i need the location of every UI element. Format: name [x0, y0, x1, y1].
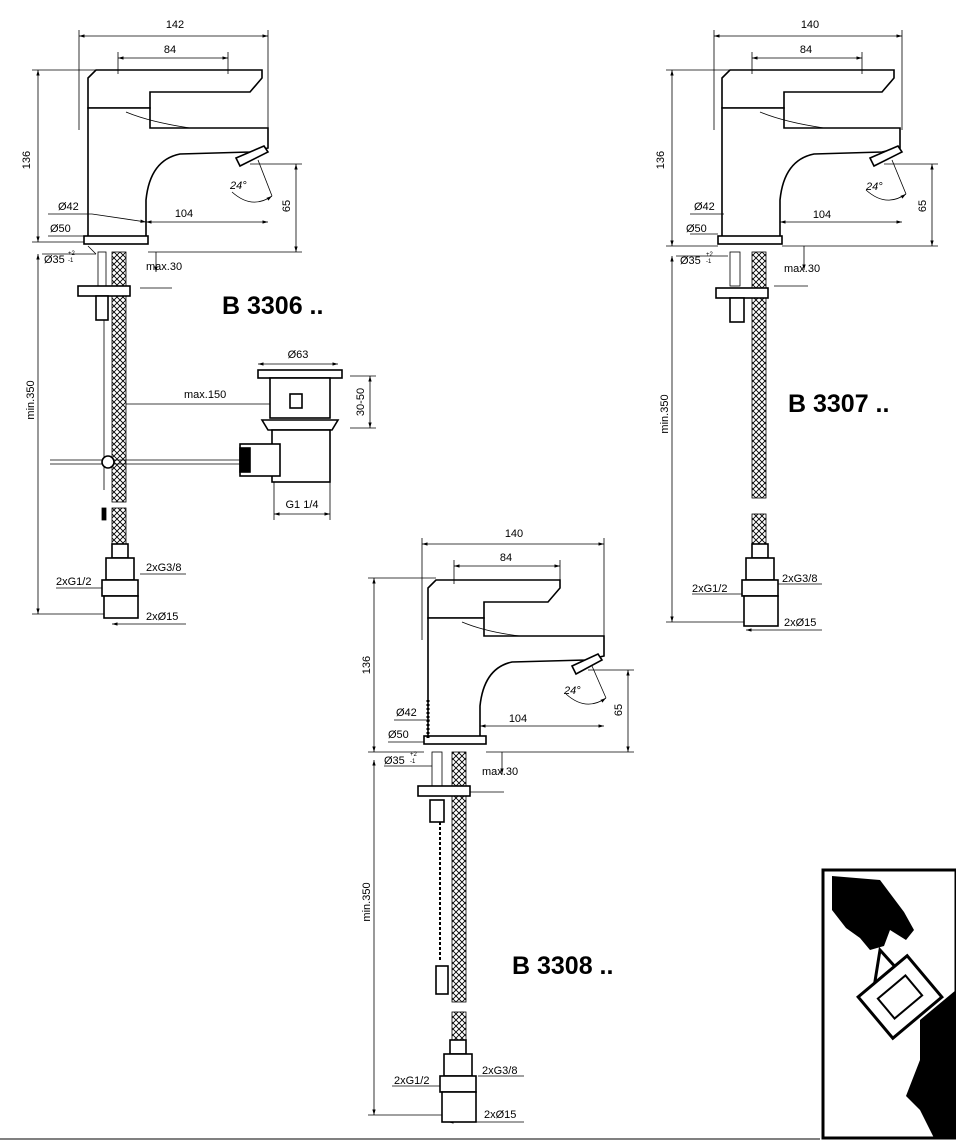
- dim-base-d42: Ø42: [694, 201, 715, 213]
- tol-minus: -1: [68, 258, 74, 264]
- tol-plus: +2: [410, 752, 418, 758]
- dim-height: 136: [655, 151, 667, 169]
- dimensions-b3307: [666, 30, 938, 632]
- faucet-body-b3306: [83, 69, 270, 245]
- model-label-b3306: B 3306 ..: [222, 292, 323, 320]
- dim-base-d42: Ø42: [396, 707, 417, 719]
- dim-min350: min.350: [361, 882, 373, 921]
- dim-angle: 24°: [865, 181, 883, 193]
- dim-spout-height: 65: [917, 200, 929, 212]
- dim-overall-width: 140: [505, 528, 523, 540]
- dimensions-b3306: [32, 30, 376, 626]
- dim-g12: 2xG1/2: [394, 1075, 429, 1087]
- tol-minus: -1: [410, 759, 416, 765]
- waste-range: 30-50: [355, 388, 367, 416]
- waste-d63: Ø63: [288, 349, 309, 361]
- tol-plus: +2: [706, 252, 714, 258]
- dim-angle: 24°: [229, 180, 247, 192]
- dim-d15: 2xØ15: [484, 1109, 516, 1121]
- dim-spout-reach: 104: [813, 209, 831, 221]
- dim-g38: 2xG3/8: [146, 562, 181, 574]
- tol-minus: -1: [706, 259, 712, 265]
- plumbing-b3306: [50, 251, 240, 619]
- plumbing-b3307: [715, 251, 779, 627]
- dim-max30: max.30: [784, 263, 820, 275]
- model-label-b3307: B 3307 ..: [788, 390, 889, 418]
- dim-g12: 2xG1/2: [692, 583, 727, 595]
- dim-base-d50: Ø50: [50, 223, 71, 235]
- dim-spout-reach: 104: [175, 208, 193, 220]
- dim-g38: 2xG3/8: [782, 573, 817, 585]
- dim-overall-width: 140: [801, 19, 819, 31]
- dim-max30: max.30: [146, 261, 182, 273]
- dim-g12: 2xG1/2: [56, 576, 91, 588]
- dim-spout-height: 65: [281, 200, 293, 212]
- model-label-b3308: B 3308 ..: [512, 952, 613, 980]
- dim-spout-reach: 104: [509, 713, 527, 725]
- dim-max30: max.30: [482, 766, 518, 778]
- dim-base-d50: Ø50: [388, 729, 409, 741]
- dim-hole-d35: Ø35: [384, 755, 405, 767]
- drawing-b3306: 142 84 136 104 65 24° Ø42 Ø50 Ø35 +2 -1 …: [21, 19, 376, 626]
- plumbing-b3308: [417, 751, 477, 1123]
- drawing-b3308: 140 84 136 104 65 24° Ø42 Ø50 Ø35 +2 -1 …: [361, 528, 634, 1124]
- installation-instructions-icon: [821, 868, 956, 1140]
- dim-min350: min.350: [659, 394, 671, 433]
- dim-spout-height: 65: [613, 704, 625, 716]
- dim-base-d50: Ø50: [686, 223, 707, 235]
- dim-d15: 2xØ15: [784, 617, 816, 629]
- dimensions-b3308: [368, 538, 634, 1124]
- drawing-b3307: 140 84 136 104 65 24° Ø42 Ø50 Ø35 +2 -1 …: [655, 19, 938, 632]
- waste-thread: G1 1/4: [285, 499, 318, 511]
- dim-height: 136: [361, 656, 373, 674]
- dim-lever-width: 84: [800, 44, 812, 56]
- waste-max150: max.150: [184, 389, 226, 401]
- dim-hole-d35: Ø35: [44, 254, 65, 266]
- dim-lever-width: 84: [500, 552, 512, 564]
- dim-g38: 2xG3/8: [482, 1065, 517, 1077]
- popup-waste-b3306: [239, 369, 343, 483]
- dim-angle: 24°: [563, 685, 581, 697]
- dim-base-d42: Ø42: [58, 201, 79, 213]
- dim-hole-d35: Ø35: [680, 255, 701, 267]
- tol-plus: +2: [68, 251, 76, 257]
- dim-overall-width: 142: [166, 19, 184, 31]
- dim-d15: 2xØ15: [146, 611, 178, 623]
- faucet-body-b3307: [717, 69, 904, 245]
- dim-min350: min.350: [25, 380, 37, 419]
- dim-height: 136: [21, 151, 33, 169]
- dim-lever-width: 84: [164, 44, 176, 56]
